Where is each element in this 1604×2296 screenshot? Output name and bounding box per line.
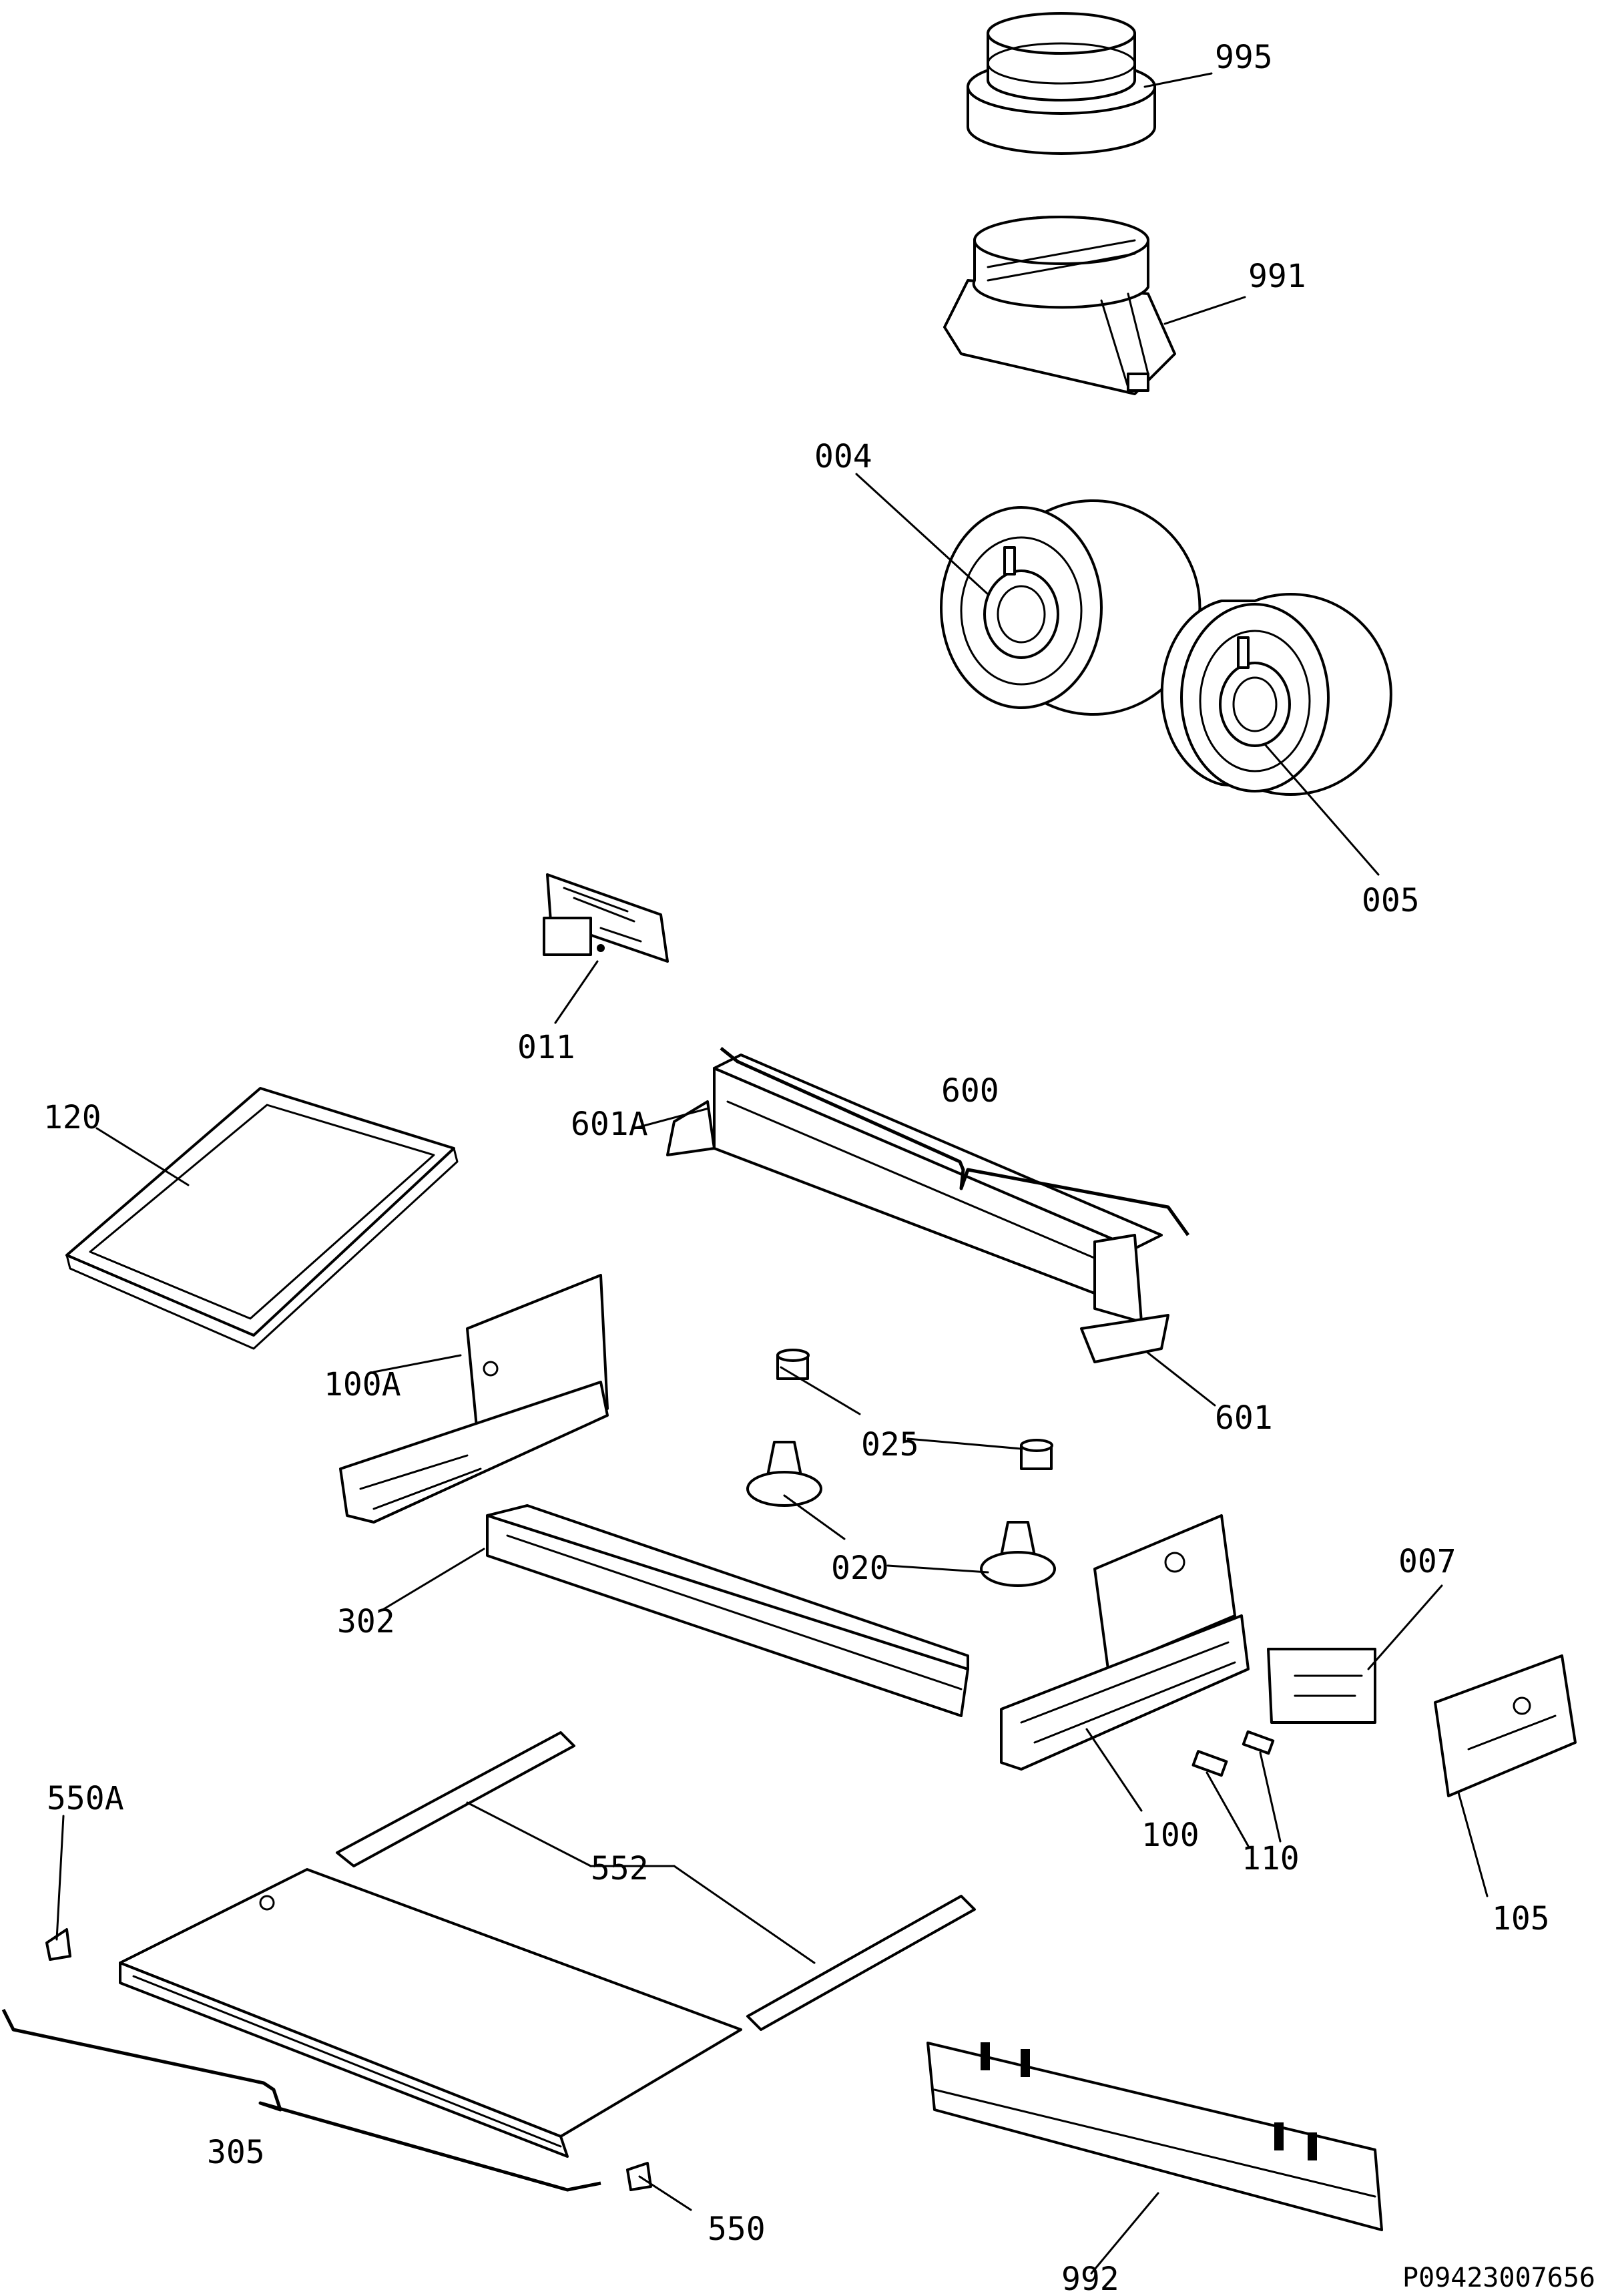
label-005: 005 bbox=[1362, 882, 1420, 919]
part-025-lamp-holders bbox=[776, 1349, 1053, 1470]
part-120-filter-frame bbox=[65, 1087, 459, 1350]
part-100A-bracket bbox=[339, 1274, 609, 1524]
part-007-pcb bbox=[1267, 1648, 1376, 1724]
label-302: 302 bbox=[337, 1603, 395, 1640]
label-004: 004 bbox=[814, 438, 872, 475]
reference-code: P09423007656 bbox=[1402, 2263, 1595, 2293]
label-011: 011 bbox=[517, 1029, 575, 1066]
leader-lines bbox=[1, 72, 1489, 2275]
label-305: 305 bbox=[207, 2134, 265, 2171]
label-601A: 601A bbox=[571, 1106, 648, 1143]
label-995: 995 bbox=[1215, 39, 1273, 76]
part-305-panel bbox=[119, 1868, 742, 2158]
part-992-strip bbox=[926, 2042, 1383, 2231]
label-992: 992 bbox=[1061, 2261, 1119, 2296]
label-552: 552 bbox=[591, 1850, 649, 1887]
part-100-control-housing bbox=[1000, 1514, 1250, 1771]
part-302-channel bbox=[486, 1504, 969, 1717]
part-552-rails bbox=[336, 1731, 976, 2031]
label-550A: 550A bbox=[47, 1780, 124, 1817]
label-120: 120 bbox=[43, 1099, 101, 1136]
part-110-fuses bbox=[1191, 1730, 1275, 1777]
part-600-light-housing bbox=[666, 1054, 1169, 1363]
part-991-adapter bbox=[943, 216, 1176, 395]
label-991: 991 bbox=[1248, 258, 1306, 295]
part-995-duct-collar bbox=[967, 12, 1156, 155]
label-025: 025 bbox=[861, 1426, 919, 1463]
part-020-lamps bbox=[746, 1441, 1056, 1587]
label-100A: 100A bbox=[324, 1366, 401, 1403]
part-004-fan-motor bbox=[940, 499, 1201, 716]
label-007: 007 bbox=[1398, 1543, 1456, 1580]
label-600: 600 bbox=[941, 1072, 999, 1110]
part-005-fan-motor bbox=[1160, 593, 1392, 796]
label-105: 105 bbox=[1492, 1900, 1550, 1937]
label-020: 020 bbox=[831, 1550, 889, 1587]
label-100: 100 bbox=[1141, 1817, 1199, 1854]
label-110: 110 bbox=[1242, 1840, 1300, 1877]
label-550: 550 bbox=[708, 2211, 766, 2248]
part-011-circuit-board bbox=[543, 873, 669, 963]
label-601: 601 bbox=[1215, 1399, 1273, 1437]
part-105-pcb bbox=[1434, 1654, 1577, 1797]
part-550A-clip bbox=[45, 1928, 71, 1961]
